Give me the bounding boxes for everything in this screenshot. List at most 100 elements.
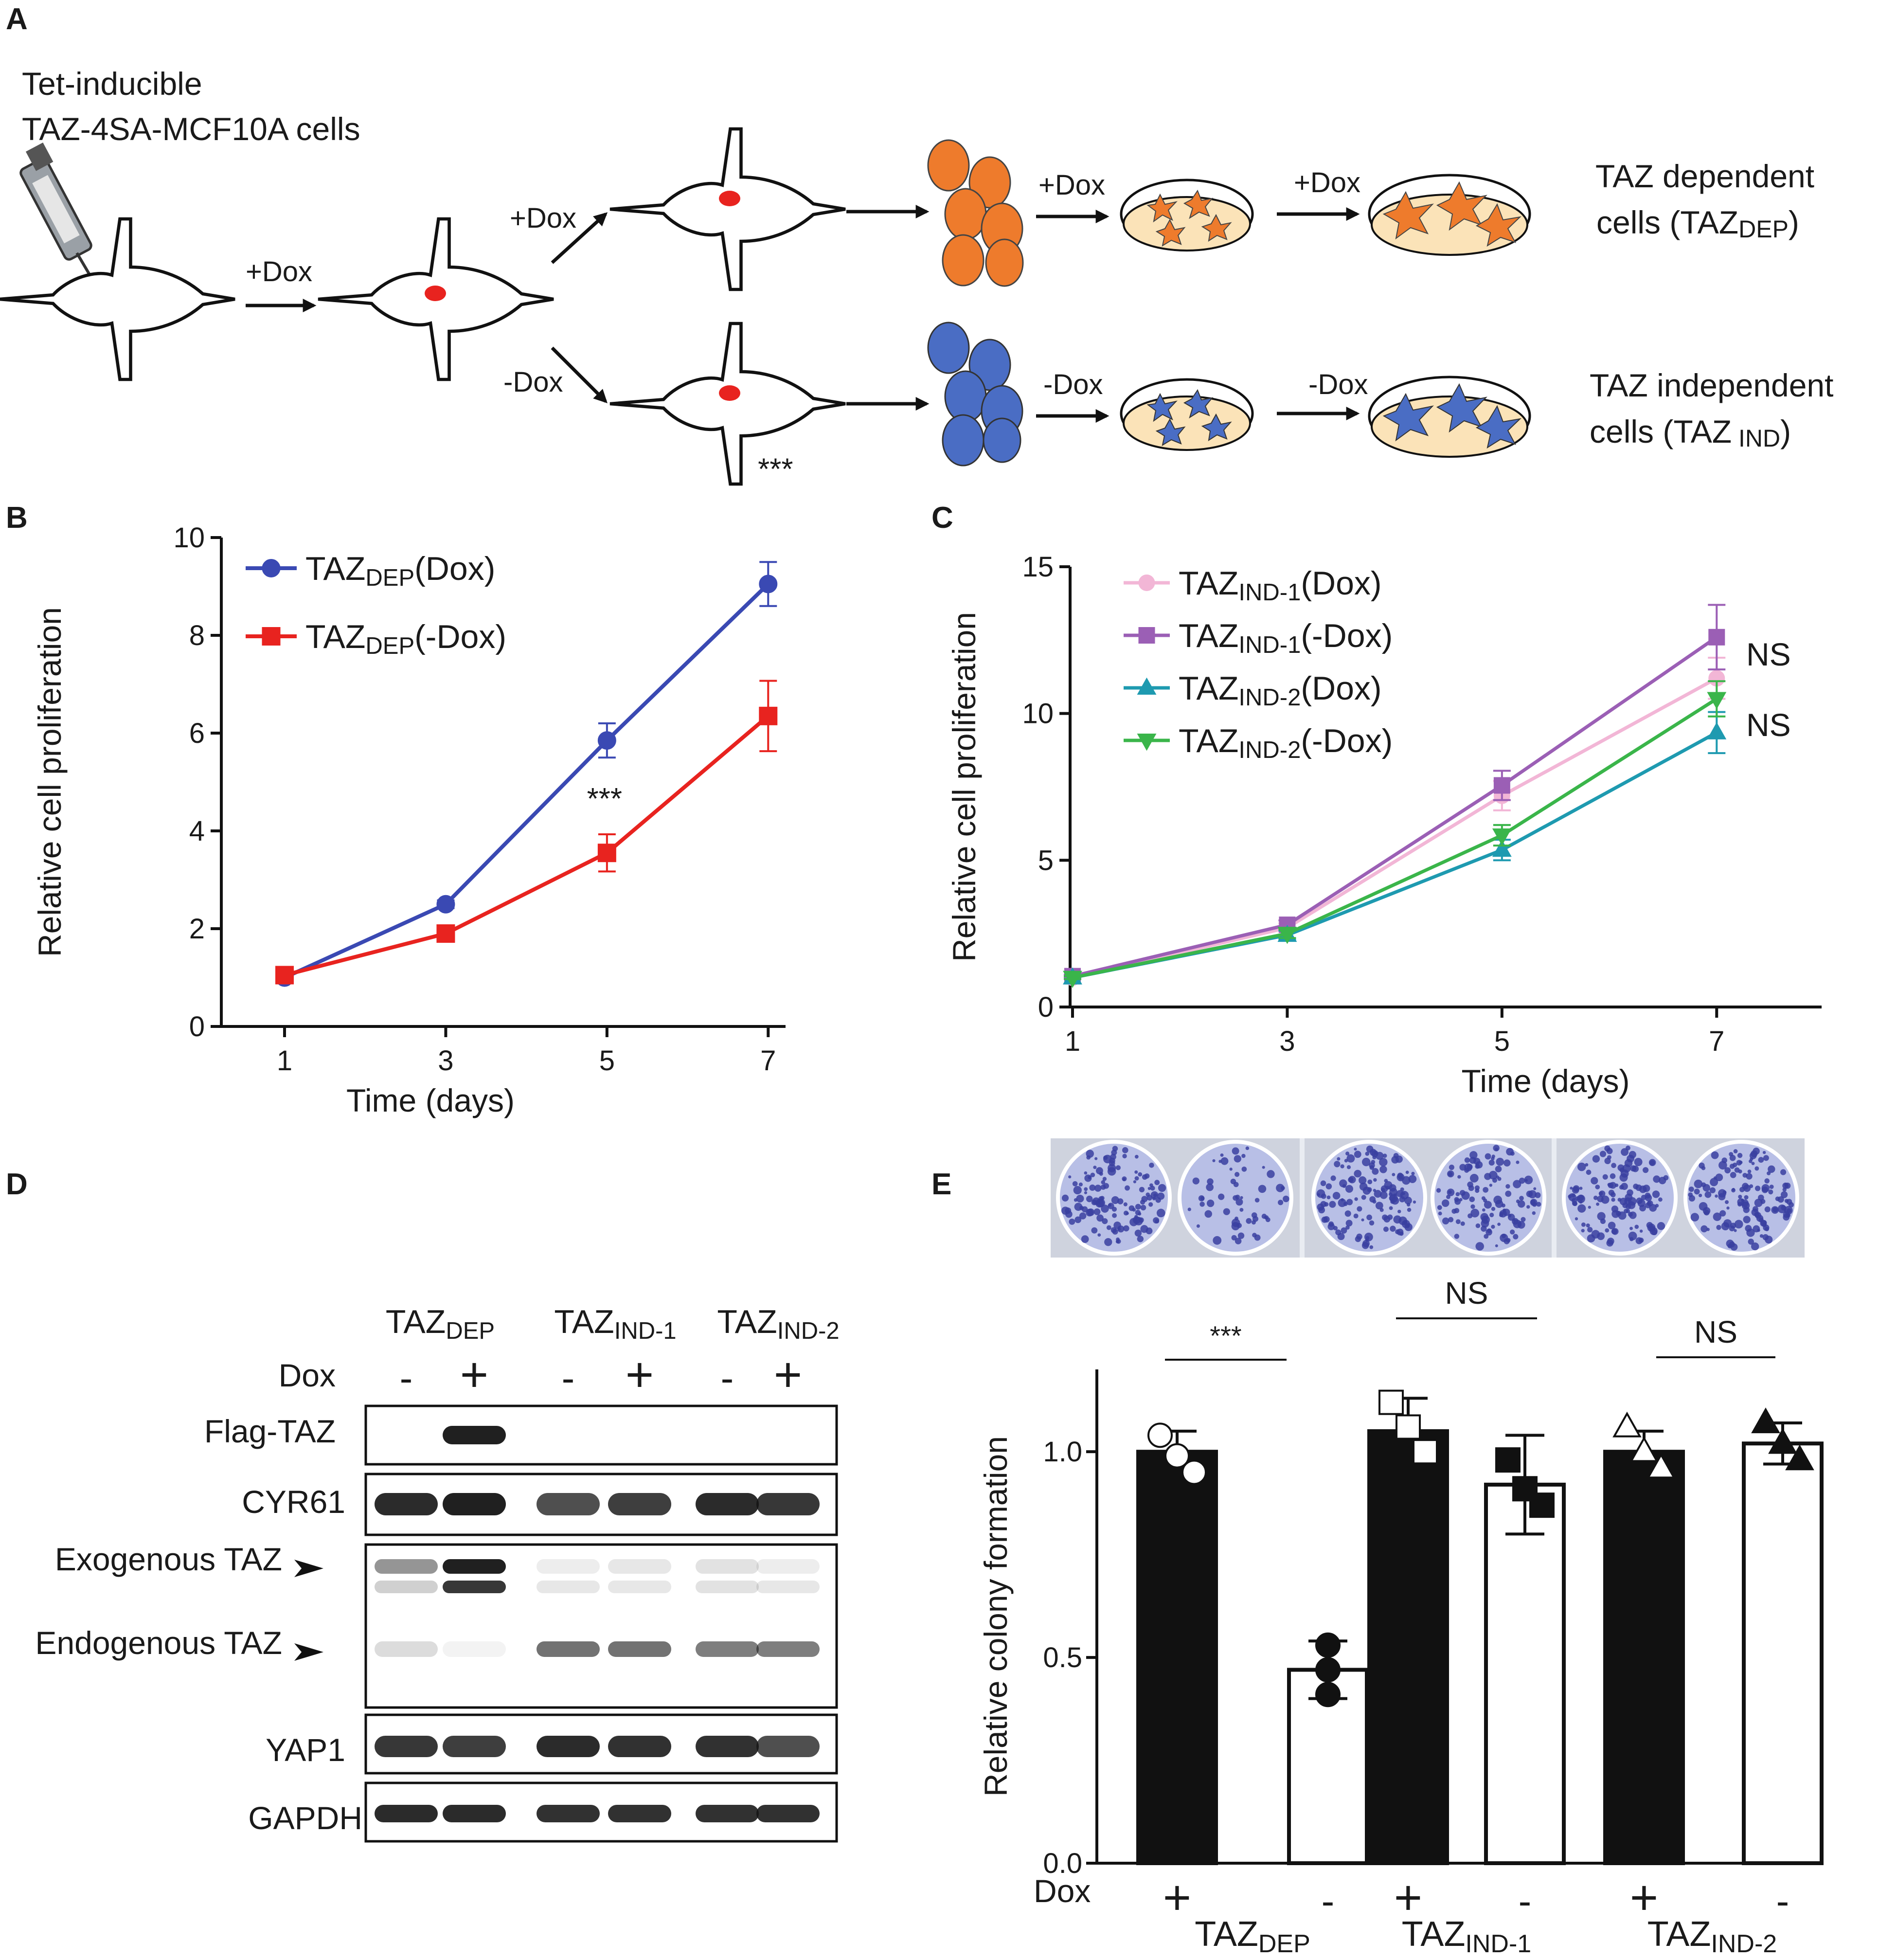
colony-dot (1724, 1167, 1731, 1174)
colony-dot (1096, 1214, 1104, 1222)
colony-plate (1683, 1140, 1799, 1256)
data-point (1493, 777, 1510, 794)
colony-dot (1448, 1190, 1452, 1194)
colony-dot (1586, 1169, 1592, 1175)
colony-dot (1134, 1176, 1139, 1181)
colony-dot (1091, 1227, 1098, 1234)
colony-dot (1084, 1187, 1088, 1191)
colony-dot (1081, 1235, 1089, 1243)
data-point (1492, 839, 1512, 857)
band-endogenous-taz (608, 1641, 671, 1657)
colony-dot (1149, 1163, 1154, 1168)
colony-dot (1786, 1208, 1791, 1213)
colony-dot (1321, 1216, 1328, 1223)
colony-dot (1442, 1217, 1450, 1225)
band-exogenous-taz (443, 1559, 506, 1574)
colony-dot (1457, 1175, 1461, 1179)
dox-sign: + (1163, 1870, 1191, 1925)
colony-dot (1241, 1153, 1246, 1158)
colony-dot (1237, 1232, 1245, 1239)
colony-dot (1621, 1148, 1629, 1156)
colony-dot (1342, 1184, 1346, 1188)
colony-dot (1359, 1176, 1367, 1185)
colony-dot (1710, 1178, 1718, 1187)
colony-dot (1232, 1147, 1239, 1155)
mouse-icon-lower (610, 324, 845, 484)
series-line (1072, 697, 1718, 980)
colony-dot (1436, 1188, 1441, 1193)
colony-dot (1395, 1229, 1400, 1235)
cells-label-line1: Tet-inducible (22, 66, 202, 102)
colony-dot (1536, 1202, 1541, 1207)
syringe-icon (19, 142, 101, 293)
colony-dot (1762, 1234, 1769, 1241)
colony-dot (1235, 1172, 1240, 1177)
y-tick-label: 0.0 (1043, 1848, 1082, 1879)
colony-dot (1741, 1198, 1744, 1202)
colony-dot (1241, 1166, 1247, 1172)
colony-dot (1212, 1159, 1216, 1163)
y-axis-label: Relative colony formation (978, 1436, 1014, 1797)
ind-label-line2: cells (TAZ IND) (1590, 414, 1791, 452)
colony-dot (1474, 1185, 1480, 1190)
colony-dot (1392, 1173, 1396, 1176)
colony-dot (1155, 1219, 1160, 1223)
colony-dot (1600, 1218, 1606, 1224)
colony-dot (1192, 1177, 1199, 1185)
cells-label-line2: TAZ-4SA-MCF10A cells (22, 111, 360, 147)
colony-dot (1688, 1195, 1696, 1202)
colony-dot (1718, 1161, 1727, 1170)
colony-plate (1562, 1140, 1678, 1256)
colony-dot (1111, 1196, 1119, 1205)
colony-dot (1655, 1204, 1659, 1208)
colony-dot (1751, 1150, 1758, 1157)
colony-dot (1608, 1222, 1616, 1229)
band-endogenous-taz (537, 1641, 600, 1657)
colony-dot (1659, 1177, 1666, 1185)
minus-dox-label-3: -Dox (1308, 369, 1368, 400)
colony-dot (1065, 1210, 1073, 1218)
x-tick-label: 3 (1279, 1025, 1295, 1057)
colony-dot (1379, 1166, 1387, 1173)
band-yap1 (375, 1736, 438, 1757)
tumor-icon-upper (719, 191, 740, 206)
colony-dot (1369, 1220, 1375, 1226)
colony-dot (1627, 1189, 1633, 1196)
colony-dot (1088, 1175, 1092, 1179)
colony-dot (1481, 1225, 1487, 1232)
colony-dot (1280, 1186, 1285, 1190)
colony-dot (1102, 1177, 1107, 1181)
colony-dot (1475, 1223, 1481, 1228)
colony-dot (1513, 1234, 1519, 1240)
colony-dot (1399, 1231, 1404, 1236)
colony-dot (1096, 1167, 1103, 1175)
colony-dot (1749, 1184, 1754, 1188)
colony-dot (1491, 1206, 1496, 1211)
colony-dot (1094, 1185, 1102, 1192)
y-tick-label: 5 (1038, 845, 1054, 876)
colony-dot (1595, 1185, 1600, 1189)
colony-dot (1123, 1210, 1128, 1216)
colony-dot (1528, 1190, 1537, 1199)
y-axis-label: Relative cell proliferation (946, 612, 982, 962)
blot-box (364, 1543, 838, 1709)
colony-dot (1634, 1158, 1643, 1167)
colony-dot (1448, 1171, 1453, 1177)
colony-dot (1516, 1160, 1520, 1164)
colony-dot (1601, 1195, 1610, 1204)
colony-dot (1744, 1195, 1749, 1200)
significance-label: NS (1694, 1314, 1737, 1349)
colony-dot (1346, 1199, 1353, 1205)
band-exogenous-taz (375, 1559, 438, 1574)
band-yap1 (537, 1736, 600, 1757)
legend-marker (262, 559, 281, 577)
band-cyr61 (608, 1493, 671, 1515)
colony-dot (1073, 1186, 1082, 1195)
colony-dot (1140, 1205, 1146, 1211)
colony-dot (1333, 1225, 1338, 1231)
colony-dot (1761, 1184, 1770, 1192)
colony-dot (1086, 1150, 1094, 1158)
colony-dot (1459, 1190, 1466, 1196)
colony-dot (1758, 1157, 1764, 1163)
